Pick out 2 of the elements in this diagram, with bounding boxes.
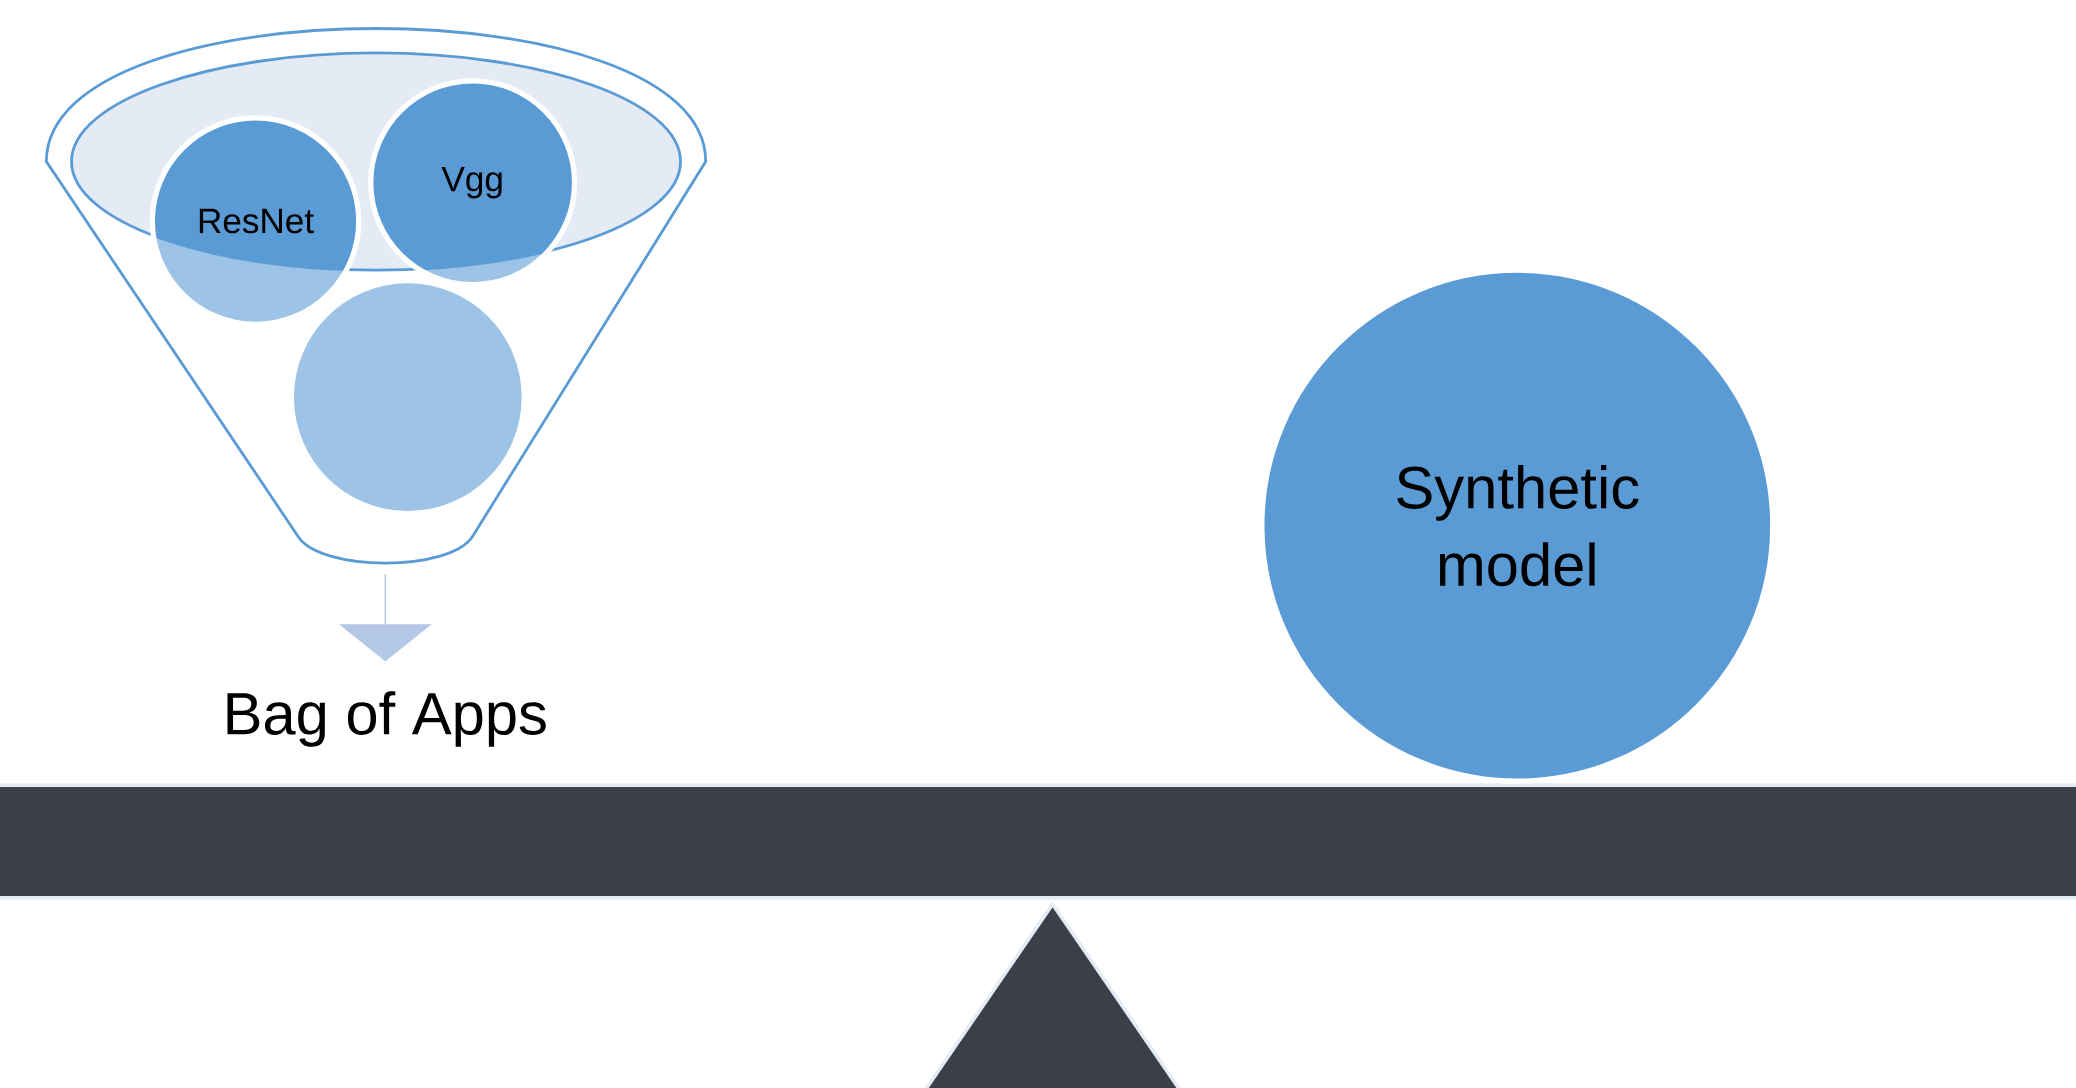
circle [288,277,527,517]
caption-text: Bag of Apps [227,691,546,747]
